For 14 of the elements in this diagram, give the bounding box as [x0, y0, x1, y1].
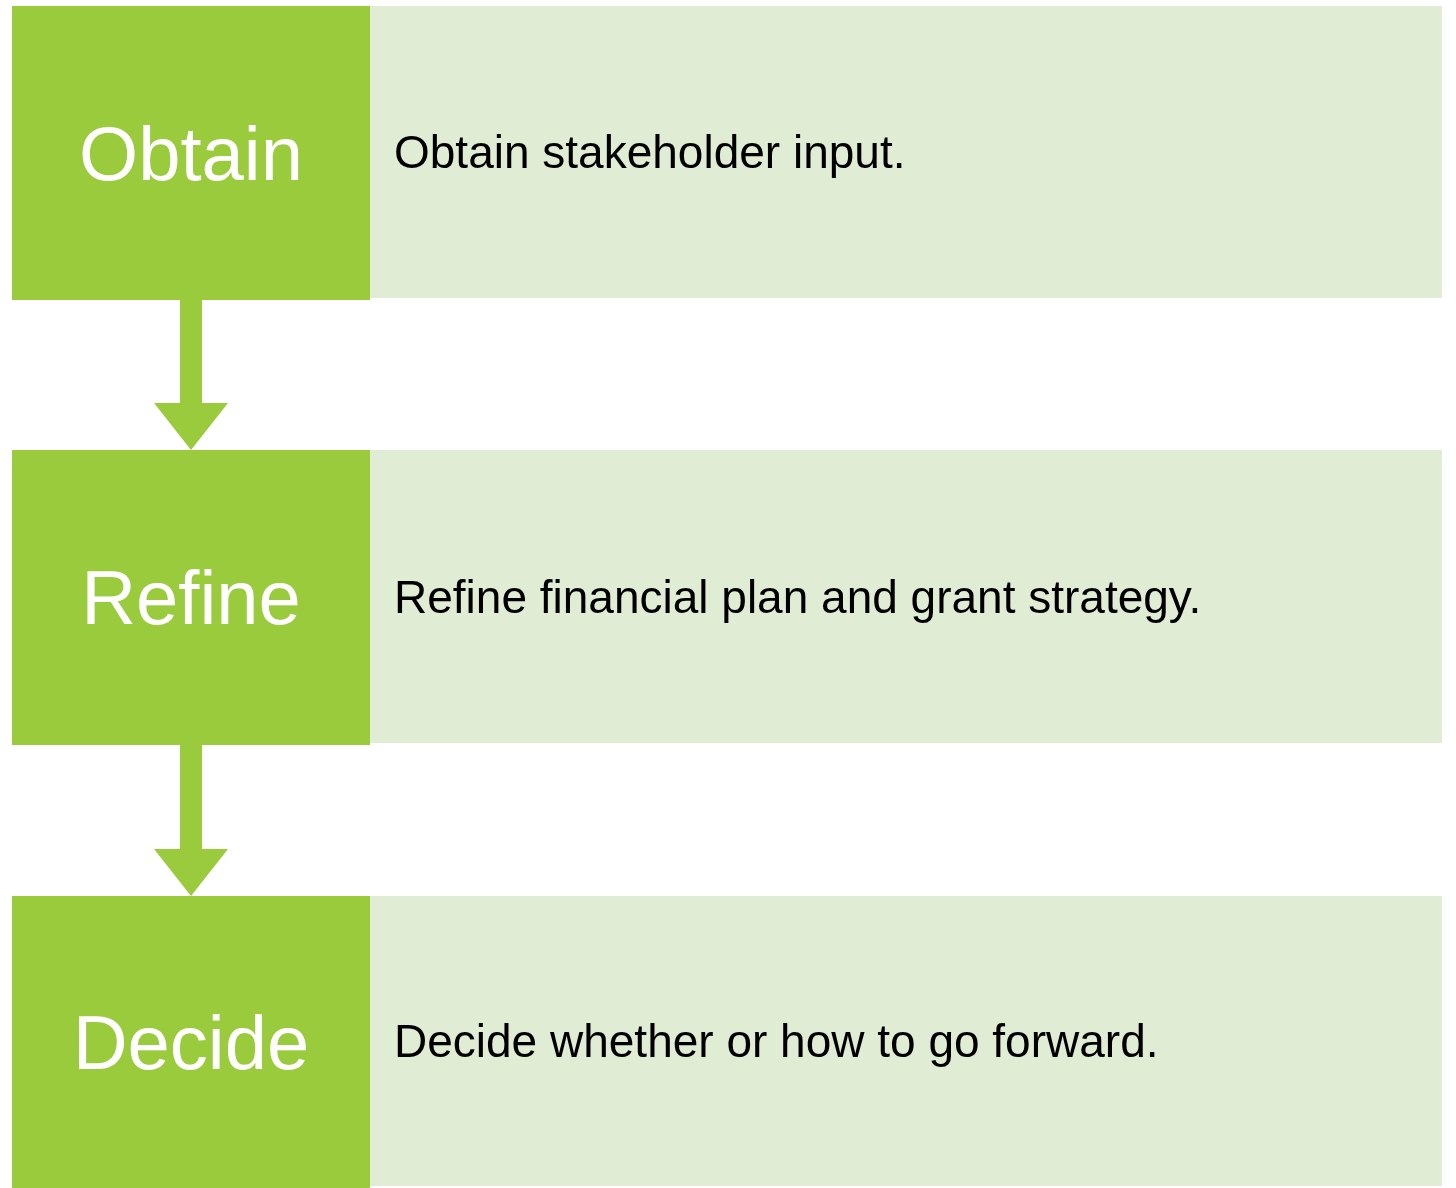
step-title: Obtain [79, 109, 303, 197]
step-box [12, 450, 370, 745]
step-title: Refine [81, 554, 301, 641]
step-description: Refine financial plan and grant strategy. [394, 569, 1202, 624]
step-title: Decide [72, 998, 310, 1086]
description-box [370, 450, 1442, 743]
arrow [154, 300, 228, 450]
arrow [154, 745, 228, 896]
description-box [370, 6, 1442, 298]
description-box [370, 896, 1442, 1186]
step-description: Obtain stakeholder input. [394, 125, 906, 179]
step-description: Decide whether or how to go forward. [394, 1014, 1159, 1068]
step-box [12, 6, 370, 300]
step-box [12, 896, 370, 1188]
